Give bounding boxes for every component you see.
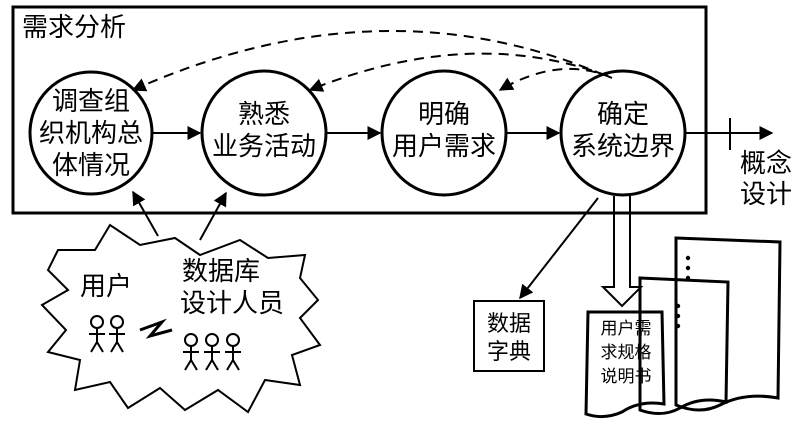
data-dictionary-box bbox=[473, 300, 545, 372]
input-arrow bbox=[199, 191, 227, 241]
bullet-dot bbox=[675, 323, 681, 329]
document-sheet-middle bbox=[638, 276, 730, 415]
input-arrow bbox=[132, 190, 159, 237]
bullet-dot bbox=[685, 265, 691, 271]
data-dictionary-label: 数据 bbox=[487, 312, 531, 337]
feedback-arrow bbox=[131, 30, 605, 92]
communication-zigzag-icon bbox=[139, 318, 173, 339]
bullet-dot bbox=[685, 255, 691, 261]
user-figure-icon bbox=[109, 315, 125, 353]
step-familiarize-business: 熟悉 业务活动 bbox=[200, 69, 328, 197]
data-dictionary-label: 字典 bbox=[487, 340, 531, 365]
feedback-arrow bbox=[308, 52, 609, 92]
step-survey-organization: 调查组 织机构总 体情况 bbox=[28, 70, 154, 196]
step-label-line: 织机构总 bbox=[39, 119, 143, 149]
step-label-line: 确定 bbox=[597, 100, 649, 130]
step-clarify-requirements: 明确 用户需求 bbox=[380, 69, 508, 197]
document-sheet-back bbox=[674, 236, 782, 412]
bullet-dot bbox=[675, 303, 681, 309]
step-label-line: 业务活动 bbox=[212, 132, 316, 162]
participant-designer-label: 数据库 bbox=[182, 257, 260, 287]
spec-doc-label: 求规格 bbox=[601, 343, 652, 363]
user-figure-icon bbox=[89, 315, 105, 353]
step-label-line: 用户需求 bbox=[392, 132, 496, 162]
output-label-line: 设计 bbox=[740, 180, 792, 210]
step-label-line: 体情况 bbox=[52, 151, 130, 181]
feedback-arrow bbox=[498, 67, 613, 91]
designer-figure-icon bbox=[183, 333, 199, 371]
participants-burst bbox=[40, 223, 322, 414]
spec-doc-label: 用户需 bbox=[601, 319, 652, 339]
designer-figure-icon bbox=[225, 333, 241, 371]
step-label-line: 调查组 bbox=[52, 87, 130, 117]
step-label-line: 明确 bbox=[418, 100, 470, 130]
participant-user-label: 用户 bbox=[80, 272, 132, 302]
participant-designer-label: 设计人员 bbox=[180, 289, 284, 319]
designer-figure-icon bbox=[204, 333, 220, 371]
data-dictionary-arrow bbox=[519, 197, 599, 300]
output-label-line: 概念 bbox=[740, 149, 792, 179]
step-define-system-boundary: 确定 系统边界 bbox=[559, 69, 687, 197]
step-label-line: 系统边界 bbox=[571, 132, 675, 162]
bullet-dot bbox=[675, 313, 681, 319]
requirements-analysis-frame bbox=[11, 5, 708, 215]
frame-title: 需求分析 bbox=[22, 13, 126, 43]
step-label-line: 熟悉 bbox=[238, 100, 290, 130]
spec-doc-label: 说明书 bbox=[601, 367, 652, 387]
spec-doc-arrow bbox=[600, 196, 644, 308]
spec-document bbox=[584, 310, 666, 419]
